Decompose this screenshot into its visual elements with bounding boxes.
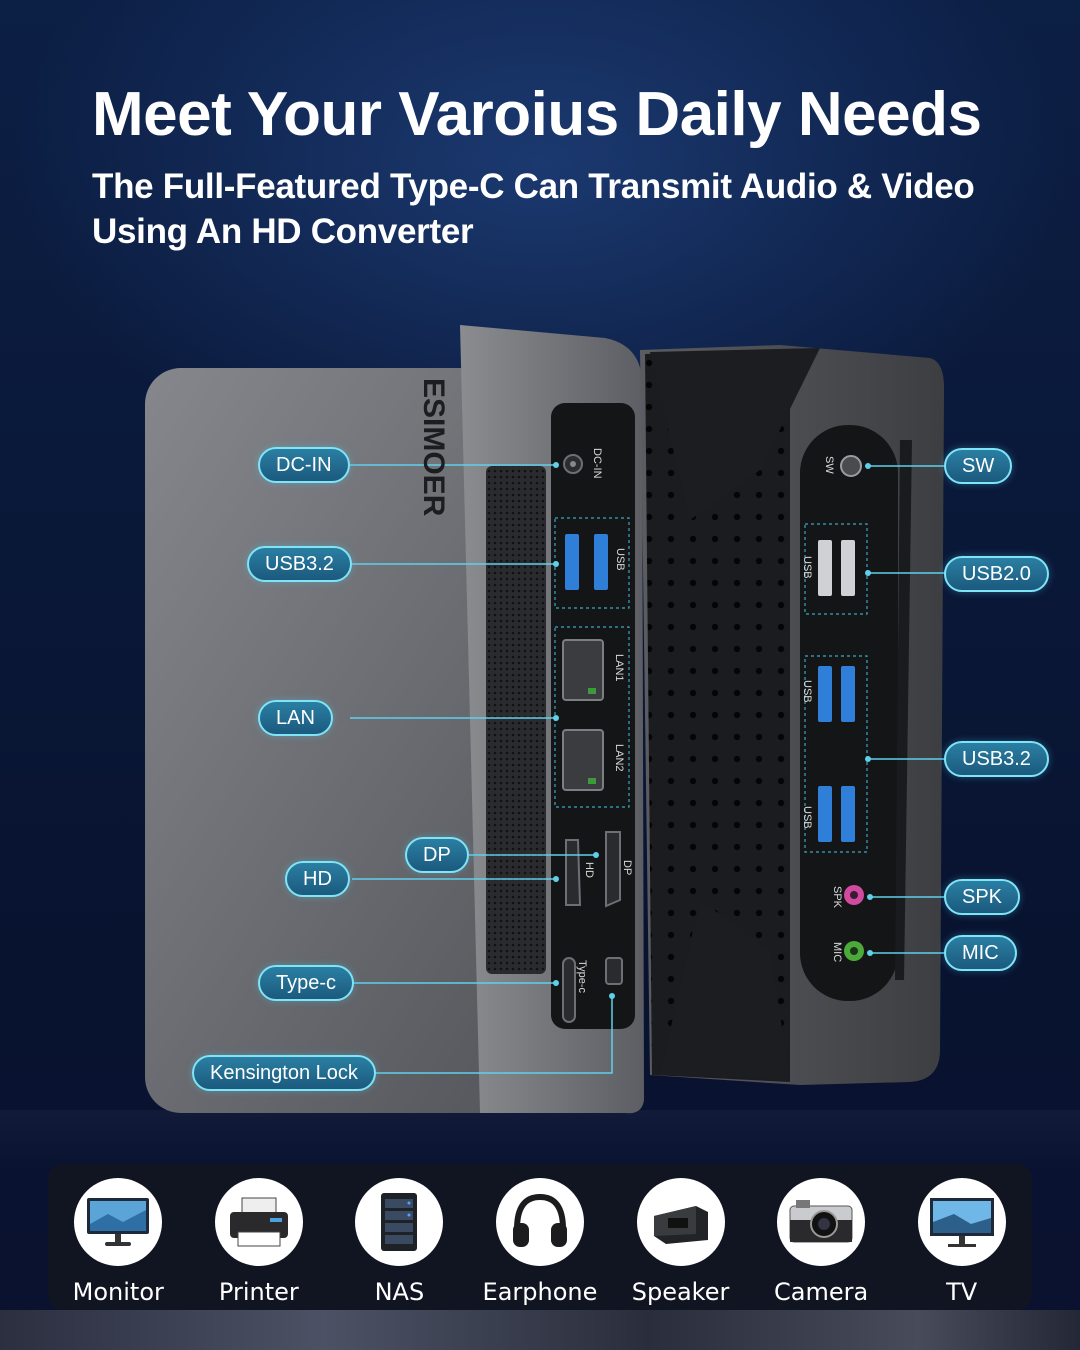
device-label: Printer [218,1278,299,1306]
device-label: TV [946,1278,978,1306]
page-subtitle: The Full-Featured Type-C Can Transmit Au… [92,167,975,251]
bottom-vent [645,350,790,1082]
mini-pc-illustration: ESIMOER DC-IN USB LAN1 LAN2 HD DP Type-c… [145,325,946,1114]
callout-mic: MIC [944,935,1017,971]
tv-icon [917,1178,1006,1266]
device-label: NAS [374,1278,425,1306]
monitor-icon [74,1178,163,1266]
port-text-mic: MIC [831,942,843,962]
callout-dp: DP [405,837,469,873]
speaker-icon [636,1178,725,1266]
brand-logo: ESIMOER [417,378,450,517]
left-port-panel [551,403,635,1029]
side-vent [486,466,546,974]
device-label: Earphone [482,1278,598,1306]
device-item-camera: Camera [756,1178,886,1306]
floor-glow [0,1110,1080,1170]
callout-usb32-right: USB3.2 [944,741,1049,777]
callout-spk: SPK [944,879,1021,915]
port-text-lan1: LAN1 [613,654,625,682]
callout-lines [348,464,946,1074]
camera-icon [777,1178,866,1266]
device-item-speaker: Speaker [616,1178,746,1306]
compatible-devices-bar: Monitor Printer NAS Earphone Speaker Cam… [48,1164,1032,1310]
floor-reflection [0,1310,1080,1350]
callout-hd: HD [285,861,350,897]
port-text-typec: Type-c [576,960,588,994]
left-unit [145,325,644,1114]
callout-usb20: USB2.0 [944,556,1049,592]
device-item-tv: TV [897,1178,1027,1306]
device-item-monitor: Monitor [53,1178,183,1306]
right-unit [640,345,945,1085]
port-text-usb-b: USB [801,680,813,703]
port-text-dc-in: DC-IN [591,448,603,479]
callout-kensington-lock: Kensington Lock [192,1055,376,1091]
port-text-spk: SPK [831,886,843,909]
printer-icon [214,1178,303,1266]
callout-usb32-left: USB3.2 [247,546,352,582]
port-text-lan2: LAN2 [613,744,625,772]
callout-dc-in: DC-IN [258,447,350,483]
device-label: Monitor [72,1278,164,1306]
headphones-icon [495,1178,584,1266]
device-item-nas: NAS [334,1178,464,1306]
port-text-usb-c: USB [801,806,813,829]
device-item-earphone: Earphone [475,1178,605,1306]
device-label: Speaker [631,1278,730,1306]
port-text-usb-left: USB [614,548,626,571]
port-text-dp: DP [621,860,633,875]
port-text-hd: HD [583,862,595,878]
callout-lan: LAN [258,700,333,736]
page-title: Meet Your Varoius Daily Needs [92,80,982,149]
device-item-printer: Printer [194,1178,324,1306]
nas-icon [355,1178,444,1266]
device-label: Camera [774,1278,869,1306]
callout-sw: SW [944,448,1013,484]
port-text-sw: SW [823,456,835,474]
port-text-usb-a: USB [801,556,813,579]
callout-typec: Type-c [258,965,355,1001]
